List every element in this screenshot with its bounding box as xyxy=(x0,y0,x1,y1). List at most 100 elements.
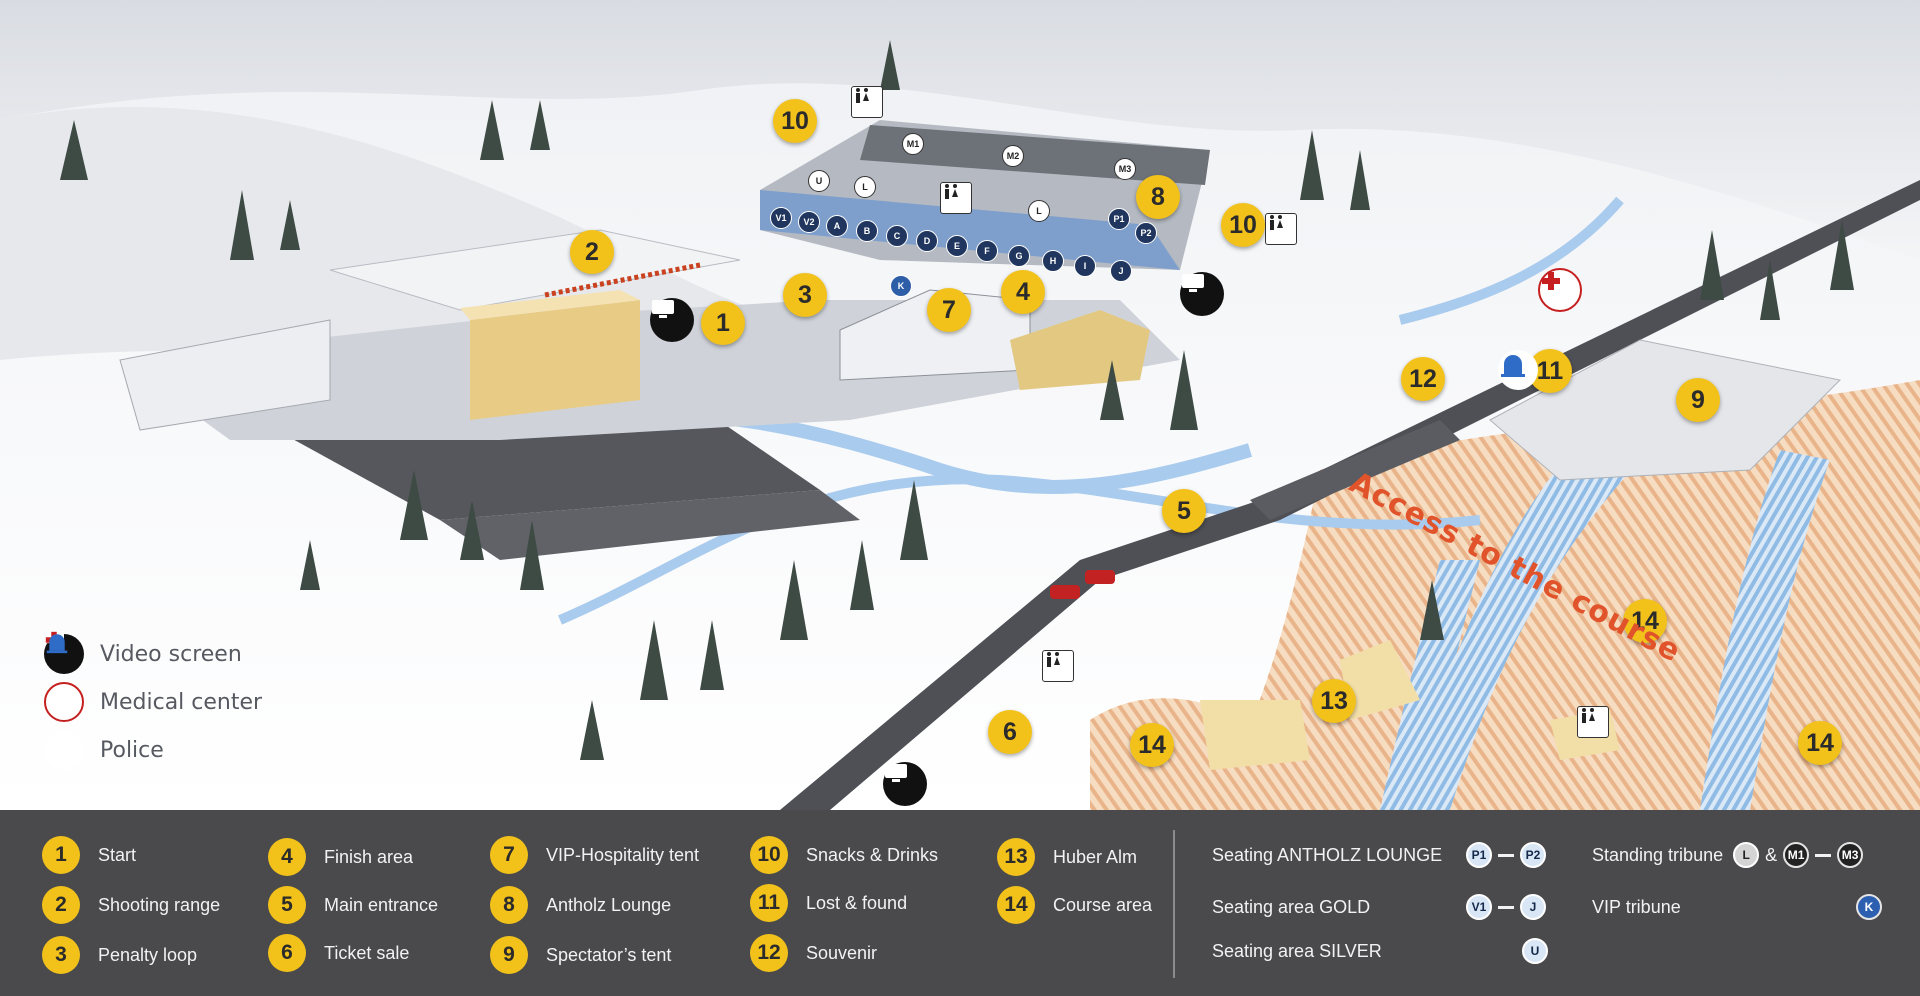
pin-shooting-range[interactable]: 2 xyxy=(570,230,614,274)
seating-label: Seating area GOLD xyxy=(1212,896,1371,917)
legend-number: 8 xyxy=(490,886,528,924)
toilet-icon xyxy=(1577,706,1609,738)
seat-code-d: D xyxy=(916,230,938,252)
seating-area-gold: Seating area GOLD V1 J xyxy=(1212,894,1546,920)
legend-item-snacks-drinks: 10 Snacks & Drinks xyxy=(750,836,938,874)
toilet-icon xyxy=(1265,213,1297,245)
standing-tribune: Standing tribune L & M1 M3 xyxy=(1592,842,1864,868)
ampersand: & xyxy=(1765,844,1778,865)
legend-item-shooting-range: 2 Shooting range xyxy=(42,886,220,924)
legend-item-huber-alm: 13 Huber Alm xyxy=(997,838,1137,876)
legend-item-main-entrance: 5 Main entrance xyxy=(268,886,438,924)
seat-code-c: C xyxy=(886,225,908,247)
seat-badge: M1 xyxy=(1783,842,1810,868)
police-icon[interactable] xyxy=(1498,350,1538,390)
pin-start[interactable]: 1 xyxy=(701,301,745,345)
red-cross-icon xyxy=(1542,272,1560,290)
video-screen-icon[interactable] xyxy=(883,762,927,806)
legend-number: 9 xyxy=(490,936,528,974)
range-dash xyxy=(1498,905,1514,909)
map-symbol-legend: Video screen Medical center Police xyxy=(44,630,262,774)
seat-code-l-2: L xyxy=(1028,200,1050,222)
legend-divider xyxy=(1173,830,1175,978)
toilet-icon xyxy=(940,182,972,214)
seat-code-k: K xyxy=(890,275,912,297)
legend-item-start: 1 Start xyxy=(42,836,136,874)
legend-label: Video screen xyxy=(100,641,242,667)
legend-number: 5 xyxy=(268,886,306,924)
seat-badge: V1 xyxy=(1466,894,1492,920)
map-illustration xyxy=(0,0,1920,810)
pin-antholz-lounge[interactable]: 8 xyxy=(1136,175,1180,219)
venue-map[interactable]: M1 M2 M3 U L L V1 V2 A B C D E F G H I J… xyxy=(0,0,1920,810)
legend-label: Medical center xyxy=(100,689,263,715)
seat-code-m2: M2 xyxy=(1002,145,1024,167)
seating-label: Seating area SILVER xyxy=(1212,940,1382,961)
legend-medical-center: Medical center xyxy=(44,631,263,726)
toilet-icon xyxy=(1042,650,1074,682)
seating-label: Seating ANTHOLZ LOUNGE xyxy=(1212,844,1443,865)
pin-course-area-1[interactable]: 14 xyxy=(1623,599,1667,643)
seat-code-b: B xyxy=(856,220,878,242)
pin-finish-area[interactable]: 4 xyxy=(1001,270,1045,314)
pin-vip-hospitality-tent[interactable]: 7 xyxy=(927,288,971,332)
pin-penalty-loop[interactable]: 3 xyxy=(783,273,827,317)
vip-tribune: VIP tribune K xyxy=(1592,894,1882,920)
range-dash xyxy=(1815,853,1832,857)
medical-center-icon[interactable] xyxy=(1538,268,1582,312)
video-screen-icon[interactable] xyxy=(1180,272,1224,316)
seating-area-silver: Seating area SILVER U xyxy=(1212,938,1548,964)
pin-souvenir[interactable]: 12 xyxy=(1401,357,1445,401)
legend-item-course-area: 14 Course area xyxy=(997,886,1152,924)
pin-main-entrance[interactable]: 5 xyxy=(1162,489,1206,533)
monitor-icon xyxy=(652,300,674,318)
seat-code-v2: V2 xyxy=(798,211,820,233)
toilet-icon xyxy=(851,86,883,118)
seating-label: Standing tribune xyxy=(1592,844,1724,865)
legend-text: Snacks & Drinks xyxy=(806,844,939,865)
legend-item-antholz-lounge: 8 Antholz Lounge xyxy=(490,886,671,924)
legend-text: Finish area xyxy=(324,846,414,867)
legend-text: Spectator’s tent xyxy=(546,944,672,965)
pin-huber-alm[interactable]: 13 xyxy=(1312,679,1356,723)
legend-number: 2 xyxy=(42,886,80,924)
numbered-legend-bar: 1 Start 2 Shooting range 3 Penalty loop … xyxy=(0,810,1920,996)
seat-code-p1: P1 xyxy=(1108,208,1130,230)
legend-number: 3 xyxy=(42,936,80,974)
legend-text: Ticket sale xyxy=(324,942,410,963)
seat-badge: P1 xyxy=(1466,842,1492,868)
police-icon xyxy=(44,634,84,770)
seat-code-l: L xyxy=(854,176,876,198)
seat-badge: P2 xyxy=(1520,842,1546,868)
legend-number: 1 xyxy=(42,836,80,874)
legend-text: Course area xyxy=(1053,894,1153,915)
video-screen-icon[interactable] xyxy=(650,298,694,342)
seat-code-f: F xyxy=(976,240,998,262)
pin-course-area-2[interactable]: 14 xyxy=(1130,723,1174,767)
seat-code-a: A xyxy=(826,215,848,237)
seating-label: VIP tribune xyxy=(1592,896,1681,917)
pin-snacks-drinks-2[interactable]: 10 xyxy=(1221,203,1265,247)
range-dash xyxy=(1498,853,1514,857)
monitor-icon xyxy=(885,764,907,782)
legend-text: Antholz Lounge xyxy=(546,894,672,915)
legend-police: Police xyxy=(44,634,262,774)
pin-spectators-tent[interactable]: 9 xyxy=(1676,378,1720,422)
seat-badge: K xyxy=(1856,894,1882,920)
legend-item-finish-area: 4 Finish area xyxy=(268,838,413,876)
legend-item-vip-hospitality-tent: 7 VIP-Hospitality tent xyxy=(490,836,699,874)
pin-ticket-sale[interactable]: 6 xyxy=(988,710,1032,754)
legend-item-spectators-tent: 9 Spectator’s tent xyxy=(490,936,671,974)
seat-badge: L xyxy=(1733,842,1760,868)
legend-label: Police xyxy=(100,737,164,763)
seat-code-v1: V1 xyxy=(770,207,792,229)
medical-center-icon xyxy=(44,631,84,722)
legend-number: 4 xyxy=(268,838,306,876)
legend-item-lost-found: 11 Lost & found xyxy=(750,884,907,922)
legend-item-souvenir: 12 Souvenir xyxy=(750,934,877,972)
pin-course-area-3[interactable]: 14 xyxy=(1798,721,1842,765)
pin-snacks-drinks[interactable]: 10 xyxy=(773,99,817,143)
seat-code-h: H xyxy=(1042,250,1064,272)
legend-number: 12 xyxy=(750,934,788,972)
